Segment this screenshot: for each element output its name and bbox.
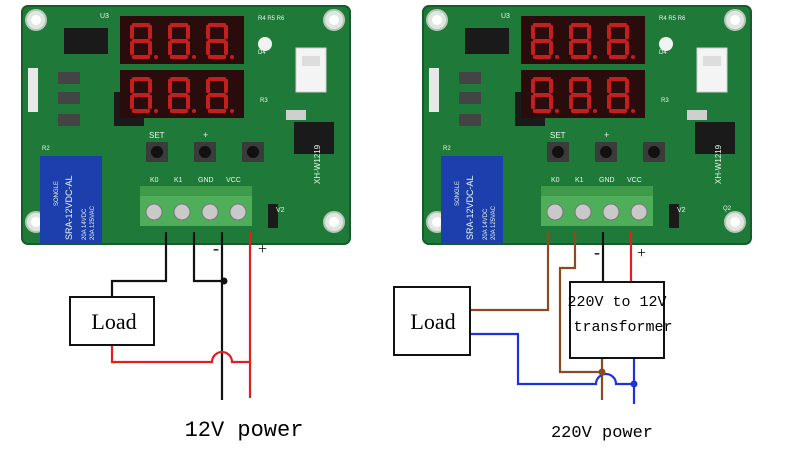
seven-segment-digit (607, 77, 635, 113)
seven-segment-digit (531, 23, 559, 59)
board-label-u3: U3 (501, 13, 510, 20)
terminal-label-k0: K0 (551, 177, 560, 184)
junction-dot (220, 277, 228, 285)
board-label-d4: D4 (258, 50, 266, 56)
board-label-u3: U3 (100, 13, 109, 20)
seven-segment-digit (607, 23, 635, 59)
left-plus-label: + (258, 241, 267, 258)
seven-segment-digit (130, 23, 158, 59)
terminal-label-vcc: VCC (627, 177, 642, 184)
junction-dot-brown (598, 368, 606, 376)
board-label-r3: R3 (260, 98, 268, 104)
terminal-label-k0: K0 (150, 177, 159, 184)
relay-model-label: SRA-12VDC-AL (465, 175, 475, 240)
left-minus-label: - (213, 238, 219, 258)
relay-rating-ac: 20A 125VAC (491, 205, 497, 240)
board-model-label: XH-W1219 (714, 144, 723, 184)
left-load-label: Load (91, 309, 136, 334)
relay-brand: SONGLE (455, 181, 461, 206)
right-load-label: Load (410, 309, 455, 334)
board-label-q2: Q2 (723, 206, 732, 212)
transformer-label-line2: transformer (573, 319, 672, 336)
transformer-box (569, 281, 665, 359)
seven-segment-digit (206, 77, 234, 113)
relay-rating-ac: 20A 125VAC (90, 205, 96, 240)
wire-k1-to-mains (558, 232, 604, 400)
wire-k0-to-load (470, 232, 550, 312)
right-plus-label: + (637, 245, 646, 262)
board-label-r2: R2 (443, 146, 451, 152)
left-caption: 12V power (185, 418, 304, 443)
left-wiring (110, 232, 252, 400)
board-label-set: SET (550, 131, 566, 140)
board-label-d4: D4 (659, 50, 667, 56)
left-board: U3 R4 R5 R6 D4 R3 R2 SET + K0 K1 GND VCC… (21, 5, 351, 245)
seven-segment-digit (531, 77, 559, 113)
wire-k0-to-load (110, 232, 168, 296)
seven-segment-digit (569, 23, 597, 59)
board-label-v2: V2 (276, 207, 285, 214)
terminal-label-gnd: GND (599, 177, 615, 184)
junction-dot-blue (630, 380, 638, 388)
transformer-label-line1: 220V to 12V (567, 294, 666, 311)
seven-segment-digit (130, 77, 158, 113)
left-display-digits (130, 23, 234, 113)
board-label-r4-r6: R4 R5 R6 (659, 16, 686, 22)
relay-brand: SONGLE (54, 181, 60, 206)
board-label-r4-r6: R4 R5 R6 (258, 16, 285, 22)
right-wiring (470, 232, 638, 404)
terminal-label-k1: K1 (174, 177, 183, 184)
terminal-label-k1: K1 (575, 177, 584, 184)
board-label-plus: + (203, 130, 208, 140)
seven-segment-digit (206, 23, 234, 59)
seven-segment-digit (168, 23, 196, 59)
seven-segment-digit (168, 77, 196, 113)
board-label-r2: R2 (42, 146, 50, 152)
left-load-box (69, 296, 155, 346)
right-display-digits (531, 23, 635, 113)
terminal-label-gnd: GND (198, 177, 214, 184)
terminal-label-vcc: VCC (226, 177, 241, 184)
right-board: U3 R4 R5 R6 D4 R3 R2 SET + K0 K1 GND VCC… (422, 5, 752, 245)
relay-rating-dc: 20A 14VDC (483, 208, 489, 240)
right-load-box (393, 286, 471, 356)
wire-load-to-vcc (110, 346, 250, 364)
board-model-label: XH-W1219 (313, 144, 322, 184)
wire-k1-to-junction (192, 232, 226, 283)
right-caption: 220V power (551, 424, 653, 443)
relay-rating-dc: 20A 14VDC (82, 208, 88, 240)
board-label-set: SET (149, 131, 165, 140)
board-label-r3: R3 (661, 98, 669, 104)
board-label-v2: V2 (677, 207, 686, 214)
right-minus-label: - (594, 242, 600, 262)
board-label-plus: + (604, 130, 609, 140)
seven-segment-digit (569, 77, 597, 113)
relay-model-label: SRA-12VDC-AL (64, 175, 74, 240)
